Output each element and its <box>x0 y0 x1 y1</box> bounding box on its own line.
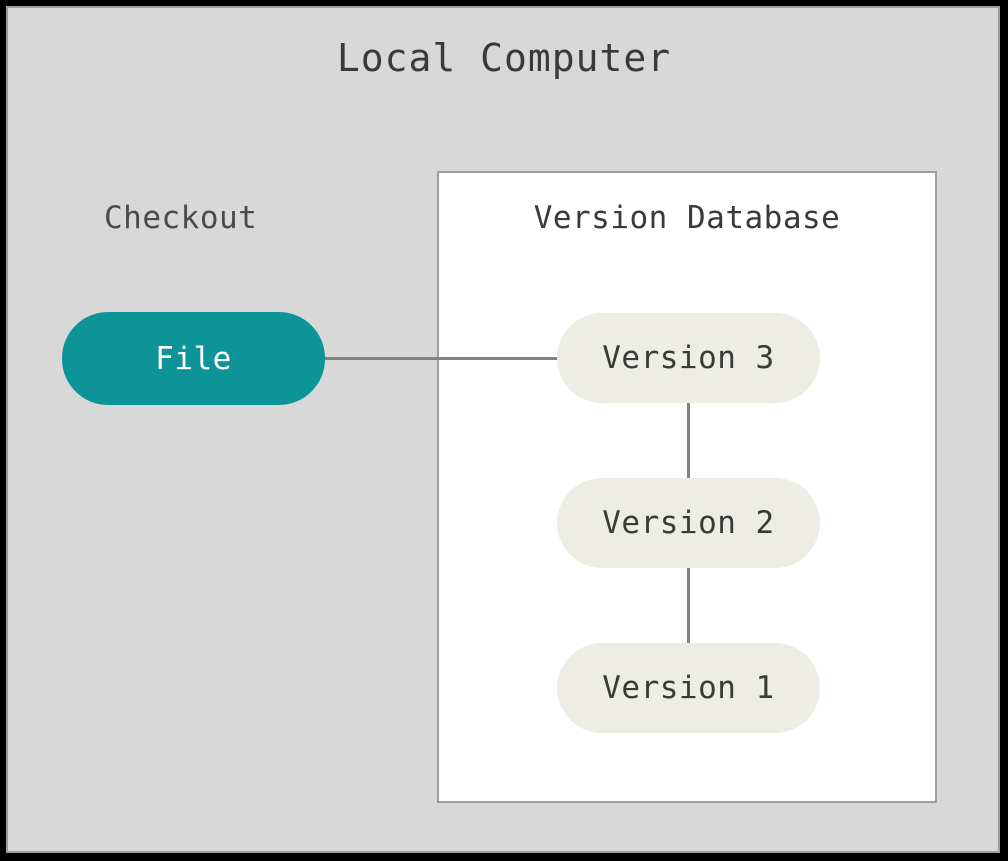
local-computer-title: Local Computer <box>336 36 672 80</box>
edge-version2-to-version1 <box>687 567 690 644</box>
edge-version3-to-version2 <box>687 402 690 479</box>
edge-file-to-version3 <box>324 357 558 360</box>
node-version-2[interactable]: Version 2 <box>557 478 820 568</box>
node-version-1[interactable]: Version 1 <box>557 643 820 733</box>
checkout-cluster-label: Checkout <box>104 200 258 236</box>
version-database-label: Version Database <box>533 200 841 236</box>
node-version-3[interactable]: Version 3 <box>557 313 820 403</box>
node-file[interactable]: File <box>62 312 325 405</box>
